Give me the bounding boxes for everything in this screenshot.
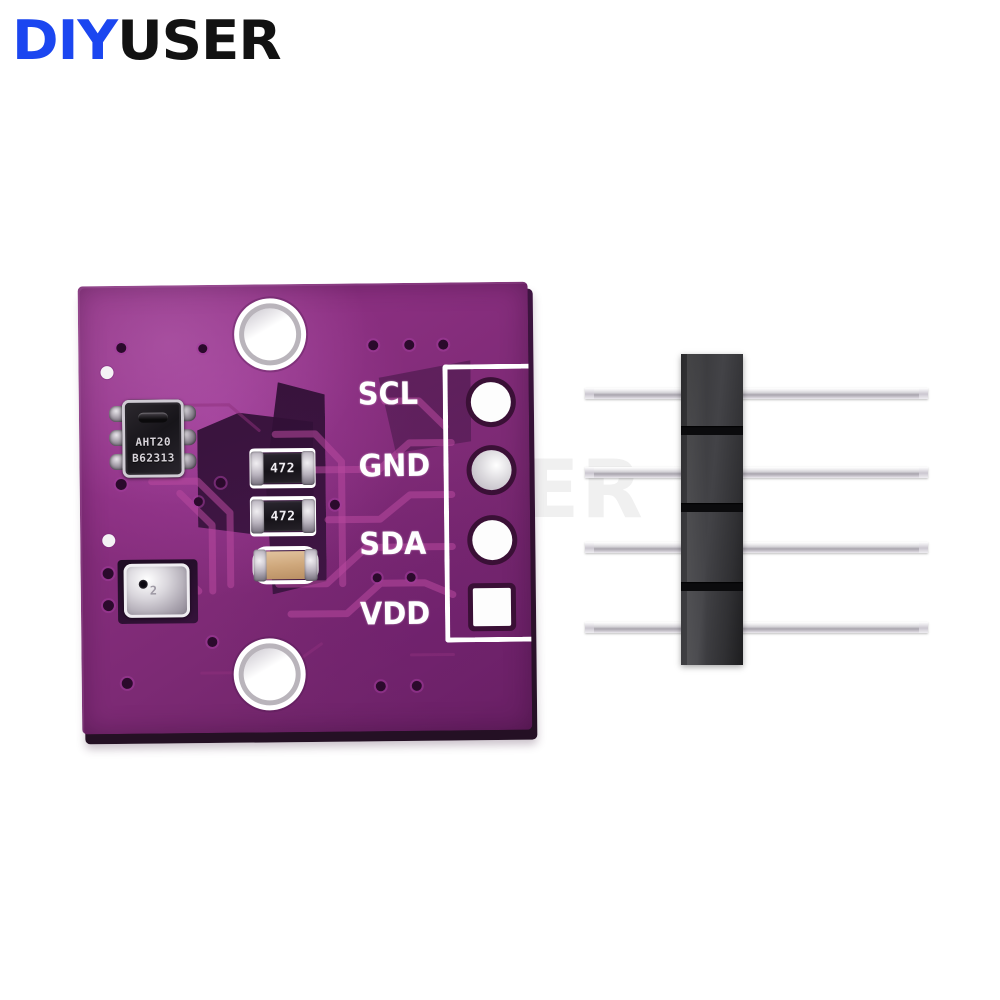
brand-logo-diy: DIY bbox=[12, 9, 118, 72]
brand-logo-user: USER bbox=[117, 9, 282, 72]
bmp280-pressure-port bbox=[138, 579, 148, 589]
aht20-vent-opening bbox=[137, 412, 169, 423]
solder-pad-sda[interactable] bbox=[472, 519, 513, 561]
resistor-terminal-right bbox=[301, 498, 316, 534]
mounting-hole-bottom bbox=[243, 648, 296, 701]
header-body-groove bbox=[681, 503, 743, 512]
header-body-groove bbox=[681, 426, 743, 435]
resistor-terminal-left bbox=[250, 451, 264, 486]
aht20-part-number: AHT20 bbox=[135, 435, 172, 449]
via bbox=[372, 573, 382, 583]
via bbox=[116, 342, 127, 353]
board-surface: AHT20 B62313 2 472 472 bbox=[77, 281, 533, 735]
via bbox=[198, 344, 208, 354]
via bbox=[102, 568, 114, 580]
via bbox=[207, 636, 218, 648]
sensor-breakout-board: AHT20 B62313 2 472 472 bbox=[77, 281, 538, 745]
via bbox=[404, 339, 415, 350]
pin-label-vdd: VDD bbox=[359, 595, 431, 633]
bmp280-metal-lid: 2 bbox=[123, 563, 191, 618]
via bbox=[329, 499, 340, 510]
brand-logo: DIYUSER bbox=[12, 14, 282, 68]
pin-label-scl: SCL bbox=[357, 375, 419, 413]
pullup-resistor-2: 472 bbox=[249, 495, 317, 537]
male-pin-header-4p bbox=[585, 352, 930, 667]
via bbox=[121, 677, 133, 689]
bmp280-pressure-sensor: 2 bbox=[113, 557, 202, 628]
header-pin-2 bbox=[585, 467, 928, 478]
test-point bbox=[100, 366, 114, 380]
resistor-terminal-left bbox=[250, 499, 265, 534]
header-pin-3 bbox=[585, 542, 928, 553]
solder-pad-scl[interactable] bbox=[470, 381, 512, 423]
capacitor-terminal-right bbox=[304, 548, 318, 582]
header-body-groove bbox=[681, 582, 743, 591]
via bbox=[193, 497, 203, 507]
resistor-code: 472 bbox=[270, 508, 296, 524]
pin-label-gnd: GND bbox=[358, 447, 431, 485]
capacitor-terminal-left bbox=[253, 549, 267, 582]
header-pin-1 bbox=[585, 388, 928, 399]
resistor-code: 472 bbox=[269, 460, 296, 476]
aht20-lot-code: B62313 bbox=[131, 451, 175, 465]
solder-pad-vdd[interactable] bbox=[472, 587, 512, 627]
decoupling-capacitor bbox=[252, 545, 319, 585]
via bbox=[411, 680, 422, 691]
header-plastic-body bbox=[681, 354, 743, 665]
resistor-terminal-right bbox=[301, 450, 315, 486]
via bbox=[215, 477, 226, 488]
resistor-body: 472 bbox=[258, 453, 307, 484]
bmp280-lid-marking: 2 bbox=[149, 583, 158, 598]
via bbox=[406, 572, 416, 582]
pin-label-sda: SDA bbox=[359, 525, 427, 563]
capacitor-body bbox=[261, 550, 310, 580]
via bbox=[102, 600, 115, 612]
resistor-body: 472 bbox=[258, 501, 308, 532]
aht20-humidity-sensor: AHT20 B62313 bbox=[108, 395, 197, 482]
solder-pad-gnd[interactable] bbox=[471, 449, 512, 491]
mounting-hole-top bbox=[243, 308, 297, 361]
pullup-resistor-1: 472 bbox=[249, 447, 316, 489]
header-pin-4 bbox=[585, 622, 928, 633]
via bbox=[375, 681, 386, 692]
via bbox=[368, 340, 379, 351]
via bbox=[438, 339, 449, 350]
test-point bbox=[102, 534, 116, 548]
aht20-package: AHT20 B62313 bbox=[121, 399, 185, 478]
